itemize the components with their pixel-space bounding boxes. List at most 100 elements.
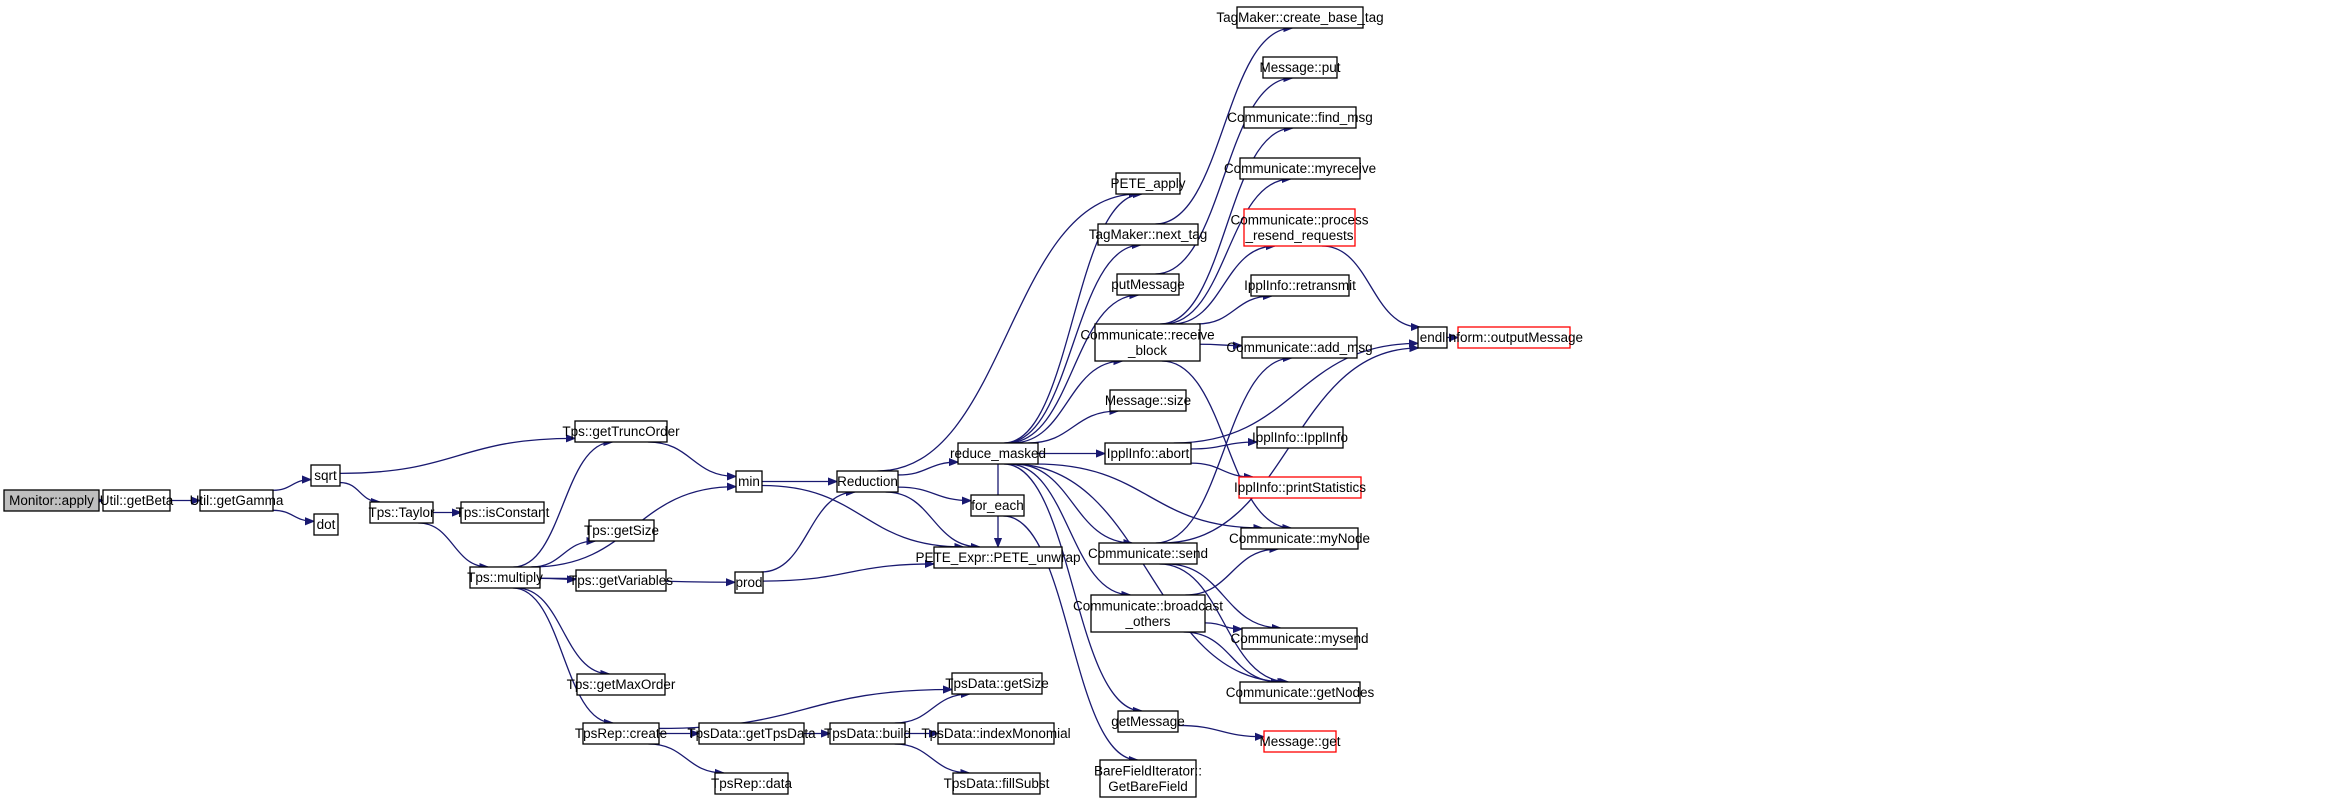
node-pete_apply[interactable]: PETE_apply [1110,172,1186,195]
edge-reduce_masked-to-comm_mynode [1035,463,1262,528]
edge-tps_gettruncorder-to-min [647,441,736,476]
node-ipplinfo_retransmit[interactable]: IpplInfo::retransmit [1244,274,1356,297]
node-box [1263,730,1337,753]
node-box [698,722,805,745]
node-tagmaker_next_tag[interactable]: TagMaker::next_tag [1089,223,1208,246]
node-tps_taylor[interactable]: Tps::Taylor [368,501,435,524]
node-inform_outputmessage[interactable]: Inform::outputMessage [1445,326,1583,349]
node-box [1115,172,1181,195]
node-ipplinfo_ipplinfo[interactable]: IpplInfo::IpplInfo [1252,426,1348,449]
node-comm_broadcast_others[interactable]: Communicate::broadcast_others [1073,594,1223,633]
edge-reduce_masked-to-comm_broadcast_others [1007,463,1131,595]
node-label: BareFieldIterator:: [1094,763,1202,778]
node-tpsrep_data[interactable]: TpsRep::data [711,772,793,795]
node-sqrt[interactable]: sqrt [310,464,341,487]
node-ipplinfo_printstatistics[interactable]: IpplInfo::printStatistics [1234,476,1366,499]
node-label: Communicate::myNode [1229,531,1370,546]
edge-comm_broadcast_others-to-comm_getnodes [1183,631,1280,682]
node-tpsdata_indexmonomial[interactable]: TpsData::indexMonomial [921,722,1071,745]
node-label: reduce_masked [950,446,1046,461]
node-getmessage[interactable]: getMessage [1111,710,1185,733]
node-box [469,566,541,589]
node-box [199,489,274,512]
edge-ipplinfo_abort-to-ipplinfo_printstatistics [1190,462,1253,477]
node-tagmaker_create_base_tag[interactable]: TagMaker::create_base_tag [1216,6,1384,29]
node-tps_multiply[interactable]: Tps::multiply [467,566,543,589]
node-box [1238,476,1362,499]
node-reduce_masked[interactable]: reduce_masked [950,442,1046,465]
edge-putmessage-to-message_put [1155,78,1292,275]
node-barefielditerator[interactable]: BareFieldIterator::GetBareField [1094,759,1202,798]
edge-reduction-to-reduce_masked [897,462,958,476]
node-label: Tps::getMaxOrder [567,677,676,692]
node-label: TpsRep::data [711,776,793,791]
node-ipplinfo_abort[interactable]: IpplInfo::abort [1104,442,1192,465]
node-tps_gettruncorder[interactable]: Tps::getTruncOrder [562,420,680,443]
node-comm_mynode[interactable]: Communicate::myNode [1229,527,1370,550]
node-reduction[interactable]: Reduction [836,470,899,493]
node-comm_process_resend[interactable]: Communicate::process_resend_requests [1230,208,1369,247]
node-tps_getmaxorder[interactable]: Tps::getMaxOrder [567,673,676,696]
node-message_size[interactable]: Message::size [1105,389,1191,412]
node-comm_add_msg[interactable]: Communicate::add_msg [1226,336,1373,359]
node-pete_unwrap[interactable]: PETE_Expr::PETE_unwrap [915,546,1081,569]
node-label: TagMaker::next_tag [1089,227,1208,242]
node-util_getgamma[interactable]: Util::getGamma [190,489,284,512]
node-monitor_apply[interactable]: Monitor::apply [3,489,100,512]
node-label: dot [317,517,336,532]
node-box [102,489,171,512]
edge-layer [99,28,1458,773]
node-label: PETE_apply [1110,176,1185,191]
node-comm_find_msg[interactable]: Communicate::find_msg [1227,106,1373,129]
node-box [1094,323,1201,362]
node-comm_send[interactable]: Communicate::send [1088,542,1208,565]
node-prod[interactable]: prod [734,571,764,594]
node-tps_getvariables[interactable]: Tps::getVariables [569,569,673,592]
node-tps_isconstant[interactable]: Tps::isConstant [456,501,550,524]
node-box [1117,710,1179,733]
node-label: Reduction [837,474,898,489]
node-label: endl [1420,330,1446,345]
node-box [1109,389,1187,412]
node-min[interactable]: min [735,470,763,493]
node-label: TpsData::build [824,726,911,741]
node-message_get[interactable]: Message::get [1259,730,1341,753]
node-comm_mysend[interactable]: Communicate::mysend [1230,627,1369,650]
node-comm_getnodes[interactable]: Communicate::getNodes [1226,681,1375,704]
node-label: TpsData::getTpsData [687,726,816,741]
node-label: Communicate::myreceive [1224,161,1376,176]
node-label: TpsData::fillSubst [944,776,1050,791]
edge-comm_receive_block-to-comm_process_resend [1171,246,1275,325]
node-comm_myreceive[interactable]: Communicate::myreceive [1224,157,1376,180]
node-tpsdata_getsize[interactable]: TpsData::getSize [945,672,1049,695]
node-for_each[interactable]: for_each [970,494,1025,517]
node-label: Tps::getVariables [569,573,673,588]
node-tps_getsize[interactable]: Tps::getSize [584,519,659,542]
edge-comm_send-to-comm_mysend [1166,563,1281,628]
edge-comm_send-to-comm_add_msg [1155,358,1292,544]
node-comm_receive_block[interactable]: Communicate::receive_block [1080,323,1215,362]
node-box [1116,273,1180,296]
edge-tpsdata_build-to-tpsdata_getsize [894,694,970,724]
node-label: Inform::outputMessage [1445,330,1583,345]
node-tpsdata_fillsubst[interactable]: TpsData::fillSubst [944,772,1050,795]
node-box [1099,759,1197,798]
node-box [588,519,655,542]
node-box [970,494,1025,517]
node-tpsdata_build[interactable]: TpsData::build [824,722,911,745]
node-endl[interactable]: endl [1417,326,1448,349]
node-tpsdata_gettpsdata[interactable]: TpsData::getTpsData [687,722,816,745]
node-dot[interactable]: dot [313,513,339,536]
node-util_getbeta[interactable]: Util::getBeta [100,489,174,512]
node-box [460,501,545,524]
node-label: GetBareField [1108,779,1188,794]
node-box [735,470,763,493]
node-label: Util::getGamma [190,493,284,508]
node-putmessage[interactable]: putMessage [1111,273,1185,296]
edge-util_getgamma-to-sqrt [272,480,311,491]
node-box [574,420,668,443]
node-label: TpsRep::create [575,726,667,741]
node-tpsrep_create[interactable]: TpsRep::create [575,722,667,745]
node-message_put[interactable]: Message::put [1259,56,1341,79]
node-label: Communicate::getNodes [1226,685,1375,700]
